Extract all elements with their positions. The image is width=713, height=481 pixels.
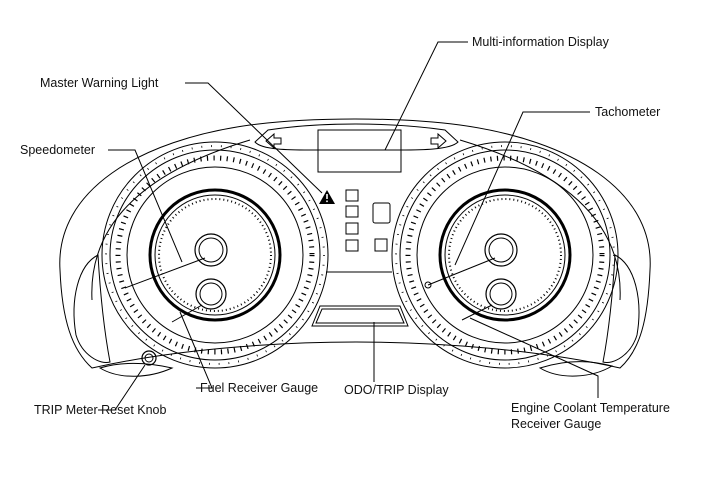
label-engine-coolant-line1: Engine Coolant Temperature bbox=[511, 401, 670, 415]
label-trip-meter-reset-knob: TRIP Meter Reset Knob bbox=[34, 403, 167, 417]
label-tachometer: Tachometer bbox=[595, 105, 660, 119]
odo-trip-display-window bbox=[311, 305, 409, 327]
tachometer-dial bbox=[391, 141, 619, 369]
right-turn-arrow-icon bbox=[430, 132, 447, 150]
cluster-housing-outline bbox=[59, 118, 651, 369]
label-master-warning-light: Master Warning Light bbox=[40, 76, 159, 90]
leader-lines bbox=[98, 41, 599, 411]
right-outer-dots bbox=[395, 145, 615, 365]
speedometer-dial bbox=[101, 141, 329, 369]
left-outer-dots bbox=[105, 145, 325, 365]
top-hood bbox=[254, 123, 459, 151]
label-fuel-receiver-gauge: Fuel Receiver Gauge bbox=[200, 381, 318, 395]
left-wing bbox=[73, 254, 111, 364]
left-lower-pod bbox=[98, 363, 174, 377]
right-wing bbox=[602, 254, 640, 364]
center-indicator-panel bbox=[326, 189, 392, 273]
cluster-housing-inner bbox=[91, 139, 621, 301]
label-engine-coolant-line2: Receiver Gauge bbox=[511, 417, 601, 431]
trip-reset-knob bbox=[141, 350, 157, 366]
label-odo-trip-display: ODO/TRIP Display bbox=[344, 383, 449, 397]
multi-information-screen bbox=[317, 129, 402, 173]
right-lower-pod bbox=[538, 361, 614, 377]
label-speedometer: Speedometer bbox=[20, 143, 95, 157]
label-multi-information-display: Multi-information Display bbox=[472, 35, 610, 49]
